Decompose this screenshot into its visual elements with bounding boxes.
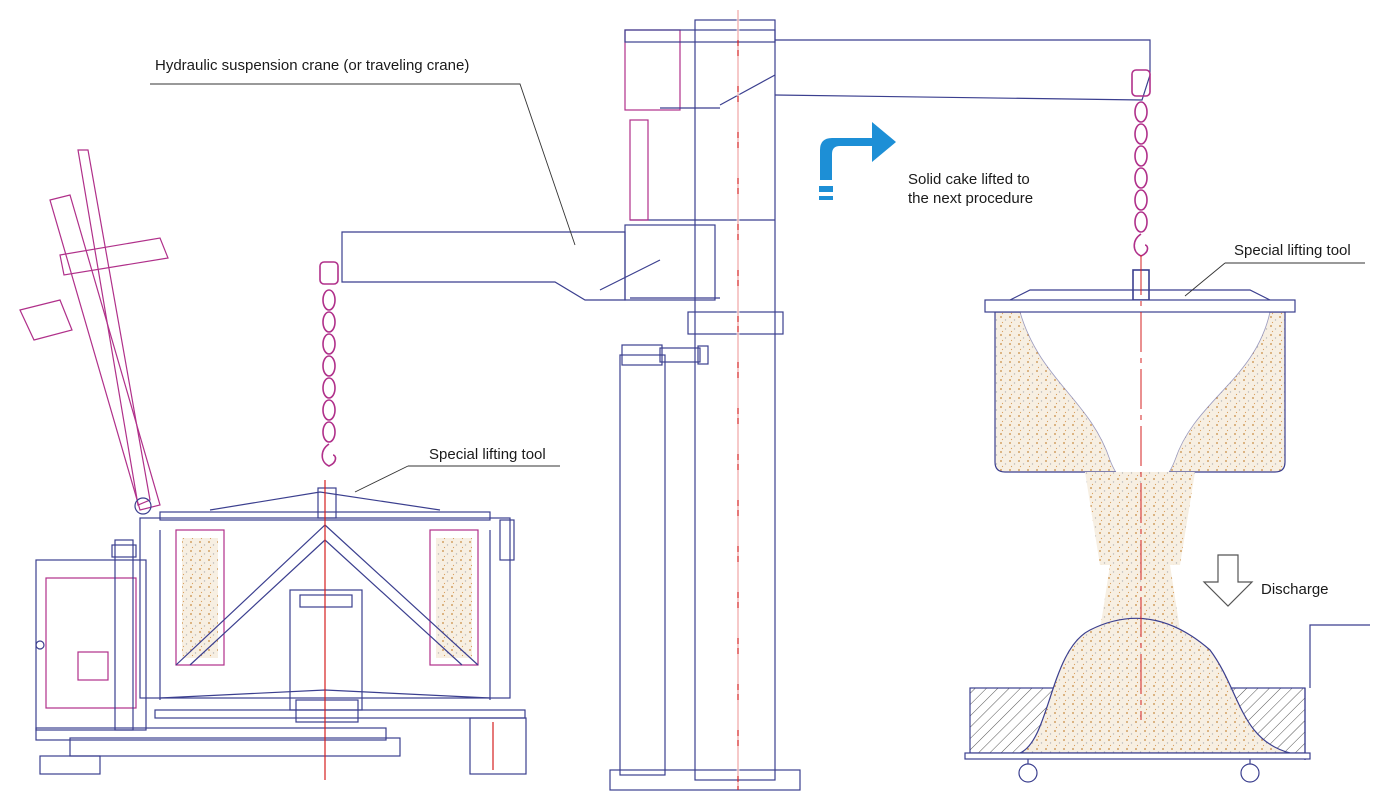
- machine-base: [35, 727, 387, 741]
- down-outline-arrow-icon: [1202, 554, 1254, 607]
- left-chain: [319, 261, 339, 467]
- lifting-tool-label-left: Special lifting tool: [429, 446, 546, 463]
- cake-lifted-label: Solid cake lifted to the next procedure: [908, 170, 1033, 208]
- tool-right-leader-line: [1184, 262, 1365, 297]
- crane-boom-left: [341, 231, 626, 301]
- crane-label: Hydraulic suspension crane (or traveling…: [155, 57, 470, 74]
- crane-leader-line: [150, 83, 576, 246]
- discharge-label: Discharge: [1261, 581, 1329, 598]
- spindle-housing: [289, 589, 363, 711]
- cake-label-line-2: the next procedure: [908, 190, 1034, 207]
- leader-lines: [150, 83, 1365, 493]
- crane-column: [694, 19, 776, 781]
- tool-left-leader-line: [354, 465, 560, 493]
- discharge-cart: [964, 617, 1370, 783]
- cake-label-line-1: Solid cake lifted to: [908, 171, 1030, 188]
- blue-bent-arrow-icon: [819, 122, 896, 200]
- left-centrifuge: [19, 149, 527, 780]
- motor-housing: [35, 559, 147, 731]
- lifting-tool-label-right: Special lifting tool: [1234, 242, 1351, 259]
- lifted-basket: [984, 289, 1296, 630]
